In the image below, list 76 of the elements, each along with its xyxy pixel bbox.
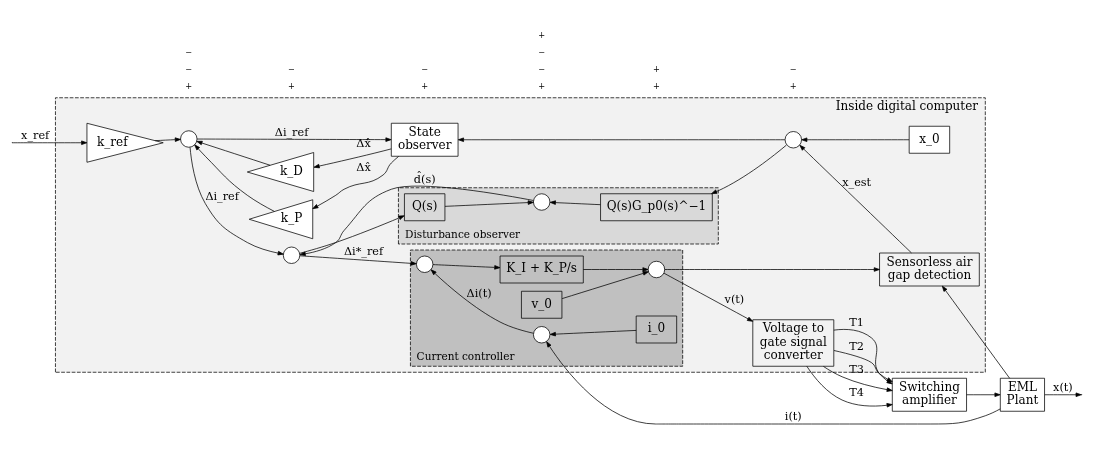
arrow	[457, 137, 786, 142]
label: +	[538, 80, 546, 91]
edge-label: Δi_ref	[274, 125, 309, 139]
arrow	[444, 199, 534, 207]
arrow	[664, 266, 880, 272]
arrow	[299, 254, 417, 266]
label: −	[288, 63, 296, 74]
edge-label: Δx̂	[356, 160, 371, 174]
node-circle	[647, 260, 666, 278]
arrow	[312, 155, 399, 209]
arrow	[941, 285, 1010, 379]
node-box: K_I + K_P/s	[499, 255, 584, 283]
edge-label: T3	[849, 362, 865, 376]
arrow	[799, 144, 912, 253]
edge-label: Δi*_ref	[343, 244, 384, 258]
node-box: i_0	[635, 315, 678, 343]
node-circle	[416, 255, 434, 273]
label: −	[185, 46, 193, 57]
arrow	[299, 185, 534, 256]
node-box: Voltage to gate signal converter	[752, 318, 835, 367]
arrow	[549, 199, 601, 205]
arrow	[561, 270, 649, 299]
node-box: x_0	[908, 125, 951, 154]
node-circle	[282, 246, 301, 264]
arrow	[432, 263, 501, 270]
label: +	[421, 80, 429, 91]
label: +	[185, 80, 193, 91]
edge-label: d̂(s)	[413, 172, 436, 185]
arrow	[194, 144, 275, 212]
arrow	[1044, 392, 1082, 397]
edge-label: Δi(t)	[466, 286, 492, 300]
edge-label: x_ref	[21, 128, 50, 142]
edge-label: x(t)	[1053, 380, 1073, 394]
node-circle	[533, 325, 551, 343]
label: +	[652, 80, 660, 91]
edge-label: Δi_ref	[205, 189, 239, 203]
node-box: EML Plant	[999, 377, 1045, 412]
node-box: v_0	[521, 290, 563, 319]
node-circle	[784, 130, 802, 148]
label: −	[185, 63, 193, 74]
node-box: Switching amplifier	[891, 377, 967, 412]
arrow	[189, 146, 284, 255]
arrow	[966, 392, 1001, 397]
edge-label: x_est	[842, 175, 872, 188]
edge-label: v(t)	[724, 292, 745, 305]
label: −	[538, 46, 546, 57]
arrow	[12, 140, 88, 145]
label: −	[789, 63, 797, 74]
label: +	[538, 29, 546, 40]
arrow	[582, 266, 649, 272]
node-box: Q(s)	[404, 192, 446, 221]
edge-label: T2	[849, 339, 865, 353]
edge-label: T1	[849, 315, 865, 329]
arrow	[430, 268, 534, 334]
arrow	[801, 137, 910, 142]
node-box: Sensorless air gap detection	[879, 252, 980, 286]
arrow	[313, 148, 392, 168]
arrow	[299, 214, 405, 254]
node-box: State observer	[390, 122, 459, 157]
arrow	[549, 329, 637, 336]
arrow	[196, 136, 392, 142]
label: +	[652, 63, 660, 74]
label: +	[789, 80, 797, 91]
arrow	[711, 144, 787, 194]
edge-label: T4	[849, 385, 865, 399]
node-circle	[533, 192, 551, 211]
arrow	[546, 340, 1001, 424]
arrow	[663, 272, 754, 322]
node-box: Q(s)G_p0(s)^−1	[600, 192, 713, 221]
arrow	[154, 136, 181, 142]
edge-label: Δẋ̂	[356, 136, 371, 150]
arrow	[196, 140, 271, 166]
label: +	[288, 80, 296, 91]
label: −	[421, 63, 429, 74]
edge-label: i(t)	[784, 409, 802, 423]
label: −	[538, 63, 546, 74]
